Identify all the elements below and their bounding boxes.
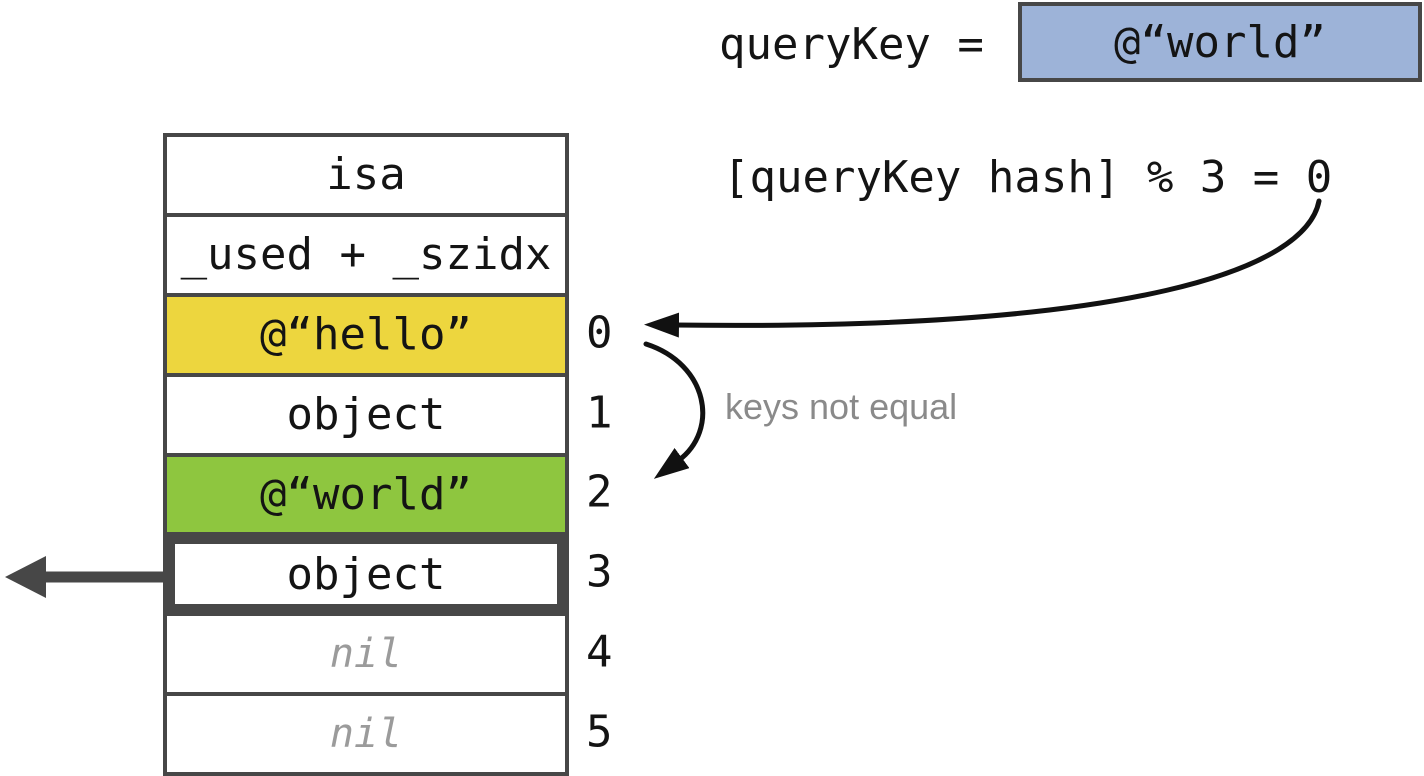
cell-value: @“world” (260, 468, 472, 520)
hash-index-arrow (644, 198, 1322, 338)
cell-value: object (286, 389, 446, 441)
row-index: 4 (586, 626, 613, 678)
table-row-used-szidx: _used + _szidx (167, 212, 565, 293)
query-key-label: queryKey = (719, 19, 984, 70)
hash-computation-note: [queryKey hash] % 3 = 0 (723, 152, 1333, 203)
table-row-isa: isa (167, 137, 565, 213)
keys-not-equal-note: keys not equal (725, 386, 958, 427)
cell-value: nil (329, 631, 403, 678)
row-index: 1 (586, 387, 613, 439)
cell-value: isa (326, 149, 406, 201)
cell-value: _used + _szidx (180, 229, 552, 281)
value-pointer-arrow (5, 556, 167, 598)
cell-value: @“hello” (260, 309, 472, 361)
table-row-nil-5: nil 5 (167, 692, 613, 772)
table-row-object-3-highlighted: object 3 (167, 532, 613, 613)
table-row-nil-4: nil 4 (167, 612, 613, 693)
table-row-object-1: object 1 (167, 372, 613, 453)
query-value: @“world” (1114, 16, 1326, 68)
hash-table: isa _used + _szidx @“hello” 0 object 1 @… (163, 133, 613, 776)
cell-value: nil (329, 711, 403, 758)
probe-arrow (643, 341, 706, 479)
row-index: 3 (586, 546, 613, 598)
row-index: 5 (586, 706, 613, 758)
cell-value: object (286, 548, 446, 600)
query-value-box: @“world” (1018, 2, 1422, 82)
row-index: 2 (586, 466, 613, 518)
table-row-key-world: @“world” 2 (167, 452, 613, 533)
row-index: 0 (586, 307, 613, 359)
table-row-key-hello: @“hello” 0 (167, 292, 613, 373)
